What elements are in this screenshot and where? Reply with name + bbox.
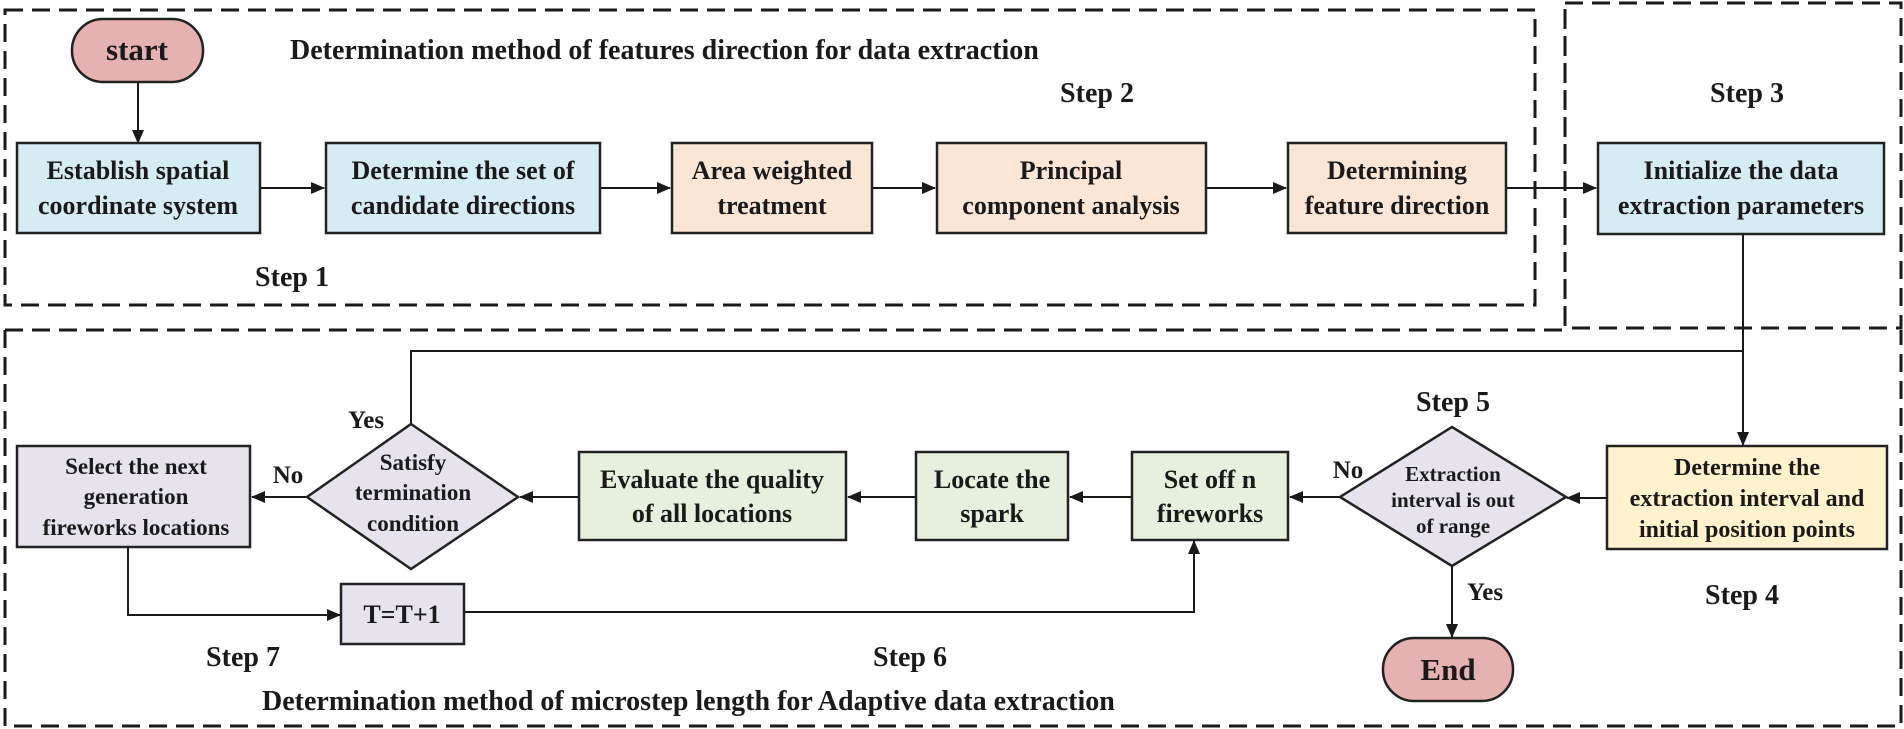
- set-off-fireworks-line-1: Set off n: [1164, 465, 1257, 494]
- edge-select-to-counter: [127, 547, 341, 621]
- principal-component-analysis-line-2: component analysis: [962, 191, 1179, 220]
- termination-no-label: No: [273, 462, 304, 489]
- microstep-length-title: Determination method of microstep length…: [262, 686, 1115, 717]
- feature-direction-region: [3, 8, 1537, 307]
- feature-direction-line-1: Determining: [1327, 156, 1467, 185]
- area-weighted-treatment-line-2: treatment: [717, 191, 827, 220]
- principal-component-analysis-node: [935, 141, 1208, 235]
- initialize-parameters-line-1: Initialize the data: [1644, 156, 1839, 185]
- termination-line-1: Satisfy: [380, 450, 447, 475]
- counter-label: T=T+1: [363, 600, 440, 629]
- edge-termination-yes-loop: [410, 350, 1743, 424]
- select-next-generation-line-2: generation: [84, 484, 189, 509]
- step-5-label: Step 5: [1416, 387, 1490, 418]
- step-3-label: Step 3: [1710, 78, 1784, 109]
- set-off-fireworks-line-2: fireworks: [1157, 499, 1263, 528]
- end-node: [1381, 636, 1515, 703]
- range-yes-label: Yes: [1467, 579, 1503, 606]
- step-4-label: Step 4: [1705, 580, 1779, 611]
- microstep-length-region-border: [3, 330, 1903, 728]
- establish-coordinate-system-line-2: coordinate system: [38, 191, 238, 220]
- locate-spark-line-2: spark: [960, 499, 1024, 528]
- candidate-directions-line-1: Determine the set of: [351, 156, 574, 185]
- range-no-label: No: [1333, 457, 1364, 484]
- candidate-directions-line-2: candidate directions: [351, 191, 575, 220]
- start-node: [70, 17, 205, 84]
- termination-yes-label: Yes: [348, 407, 384, 434]
- extraction-interval-line-3: initial position points: [1639, 517, 1855, 543]
- step-7-label: Step 7: [206, 642, 280, 673]
- edge-counter-to-fireworks: [465, 540, 1200, 613]
- microstep-length-region: [5, 3, 1567, 332]
- principal-component-analysis-line-1: Principal: [1020, 156, 1123, 185]
- locate-spark-node: [914, 450, 1070, 542]
- termination-decision: [304, 422, 521, 571]
- out-of-range-line-3: of range: [1416, 514, 1490, 538]
- set-off-fireworks-node: [1130, 450, 1290, 542]
- step3-region: [1563, 1, 1903, 330]
- step-6-label: Step 6: [873, 642, 947, 673]
- out-of-range-line-2: interval is out: [1391, 488, 1515, 512]
- feature-direction-line-2: feature direction: [1305, 191, 1490, 220]
- counter-node: [339, 582, 466, 646]
- evaluate-quality-line-2: of all locations: [632, 499, 792, 528]
- feature-direction-node: [1286, 141, 1508, 235]
- select-next-generation-node: [15, 444, 252, 549]
- extraction-interval-node: [1605, 444, 1889, 551]
- start-node-label: start: [106, 32, 169, 67]
- step-1-label: Step 1: [255, 262, 329, 293]
- step-2-label: Step 2: [1060, 78, 1134, 109]
- initialize-parameters-node: [1596, 141, 1886, 236]
- out-of-range-line-1: Extraction: [1405, 462, 1501, 486]
- out-of-range-decision: [1337, 425, 1569, 568]
- extraction-interval-line-2: extraction interval and: [1630, 486, 1865, 512]
- termination-line-2: termination: [355, 480, 471, 505]
- evaluate-quality-line-1: Evaluate the quality: [600, 465, 824, 494]
- establish-coordinate-system-line-1: Establish spatial: [47, 156, 230, 185]
- extraction-interval-line-1: Determine the: [1674, 455, 1820, 481]
- initialize-parameters-line-2: extraction parameters: [1618, 191, 1864, 220]
- end-node-label: End: [1420, 652, 1475, 687]
- feature-direction-title: Determination method of features directi…: [290, 35, 1039, 66]
- select-next-generation-line-3: fireworks locations: [43, 515, 230, 540]
- area-weighted-treatment-node: [670, 141, 874, 235]
- locate-spark-line-1: Locate the: [934, 465, 1050, 494]
- evaluate-quality-node: [577, 450, 848, 542]
- select-next-generation-line-1: Select the next: [65, 454, 207, 479]
- candidate-directions-node: [324, 141, 602, 235]
- termination-line-3: condition: [367, 511, 459, 536]
- area-weighted-treatment-line-1: Area weighted: [692, 156, 853, 185]
- establish-coordinate-system-node: [15, 141, 262, 235]
